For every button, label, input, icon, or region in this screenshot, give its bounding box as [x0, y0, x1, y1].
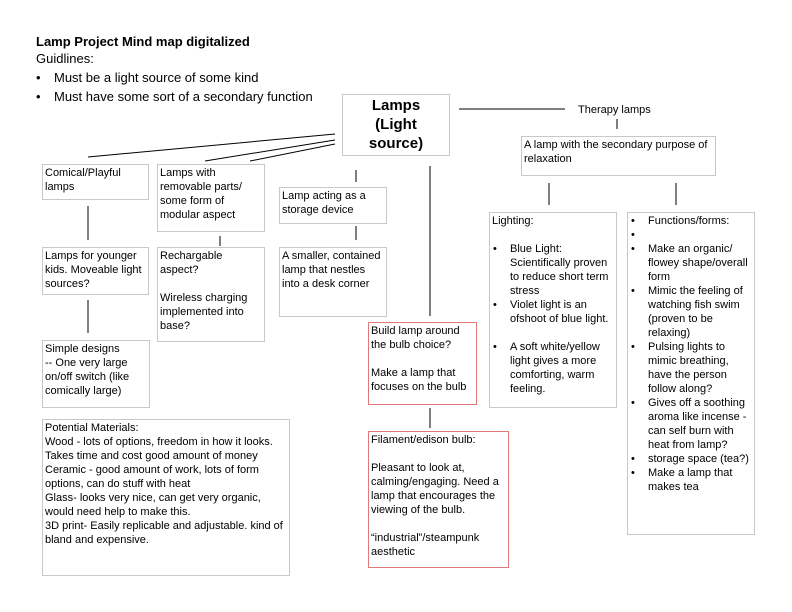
- removable-node: Lamps with removable parts/ some form of…: [157, 164, 265, 232]
- functions-item: Mimic the feeling of watching fish swim …: [631, 284, 752, 340]
- kids-text: Lamps for younger kids. Moveable light s…: [45, 250, 142, 290]
- functions-item: [631, 228, 752, 242]
- lighting-item: Violet light is an ofshoot of blue light…: [493, 298, 614, 326]
- guideline-item: Must be a light source of some kind: [36, 69, 313, 86]
- lighting-list-2: A soft white/yellow light gives a more c…: [492, 340, 614, 396]
- build-bulb-text: Build lamp around the bulb choice?: [371, 325, 460, 351]
- lighting-node: Lighting: Blue Light: Scientifically pro…: [489, 212, 617, 408]
- therapy-purpose-text: A lamp with the secondary purpose of rel…: [524, 139, 708, 165]
- simple-designs-node: Simple designs -- One very large on/off …: [42, 340, 150, 408]
- simple-designs-text: Simple designs -- One very large on/off …: [45, 343, 130, 397]
- lighting-label: Lighting:: [492, 215, 534, 227]
- desk-node: A smaller, contained lamp that nestles i…: [279, 247, 387, 317]
- filament-title: Filament/edison bulb:: [371, 434, 476, 446]
- material-item: Glass- looks very nice, can get very org…: [45, 492, 261, 518]
- aesthetic-text: “industrial”/steampunk aesthetic: [371, 532, 480, 558]
- guidelines: Guidlines: Must be a light source of som…: [36, 50, 313, 105]
- guidelines-label: Guidlines:: [36, 51, 94, 66]
- kids-node: Lamps for younger kids. Moveable light s…: [42, 247, 149, 295]
- build-bulb-node: Build lamp around the bulb choice? Make …: [368, 322, 477, 405]
- material-item: 3D print- Easily replicable and adjustab…: [45, 520, 283, 546]
- storage-title: Lamp acting as a storage device: [282, 190, 366, 216]
- therapy-purpose-node: A lamp with the secondary purpose of rel…: [521, 136, 716, 176]
- lighting-list: Blue Light: Scientifically proven to red…: [492, 242, 614, 326]
- functions-label: Functions/forms:: [631, 214, 752, 228]
- filament-text: Pleasant to look at, calming/engaging. N…: [371, 462, 499, 516]
- root-node: Lamps (Light source): [342, 94, 450, 156]
- materials-title: Potential Materials:: [45, 422, 139, 434]
- storage-node: Lamp acting as a storage device: [279, 187, 387, 224]
- functions-item: Make an organic/ flowey shape/overall fo…: [631, 242, 752, 284]
- comical-node: Comical/Playful lamps: [42, 164, 149, 200]
- functions-node: Functions/forms: Make an organic/ flowey…: [627, 212, 755, 535]
- filament-node: Filament/edison bulb: Pleasant to look a…: [368, 431, 509, 568]
- therapy-title: Therapy lamps: [578, 104, 651, 116]
- material-item: Wood - lots of options, freedom in how i…: [45, 436, 273, 462]
- functions-item: Gives off a soothing aroma like incense …: [631, 396, 752, 452]
- recharge-text: Rechargable aspect?: [160, 250, 223, 276]
- guideline-item: Must have some sort of a secondary funct…: [36, 88, 313, 105]
- removable-title: Lamps with removable parts/ some form of…: [160, 167, 242, 221]
- desk-text: A smaller, contained lamp that nestles i…: [282, 250, 381, 290]
- connector-root-comical: [87, 133, 336, 158]
- comical-title: Comical/Playful lamps: [45, 167, 121, 193]
- lighting-item: A soft white/yellow light gives a more c…: [493, 340, 614, 396]
- material-item: Ceramic - good amount of work, lots of f…: [45, 464, 259, 490]
- functions-item: Make a lamp that makes tea: [631, 466, 752, 494]
- wireless-text: Wireless charging implemented into base?: [160, 292, 248, 332]
- materials-node: Potential Materials: Wood - lots of opti…: [42, 419, 290, 576]
- lighting-item: Blue Light: Scientifically proven to red…: [493, 242, 614, 298]
- focus-bulb-text: Make a lamp that focuses on the bulb: [371, 367, 467, 393]
- functions-item: Pulsing lights to mimic breathing, have …: [631, 340, 752, 396]
- page-title: Lamp Project Mind map digitalized: [36, 34, 250, 49]
- connector-root-removable: [204, 139, 336, 162]
- functions-item: storage space (tea?): [631, 452, 752, 466]
- root-label: Lamps (Light source): [368, 97, 424, 152]
- connector-root-storage: [249, 143, 336, 162]
- functions-list: Functions/forms: Make an organic/ flowey…: [630, 214, 752, 494]
- recharge-node: Rechargable aspect? Wireless charging im…: [157, 247, 265, 342]
